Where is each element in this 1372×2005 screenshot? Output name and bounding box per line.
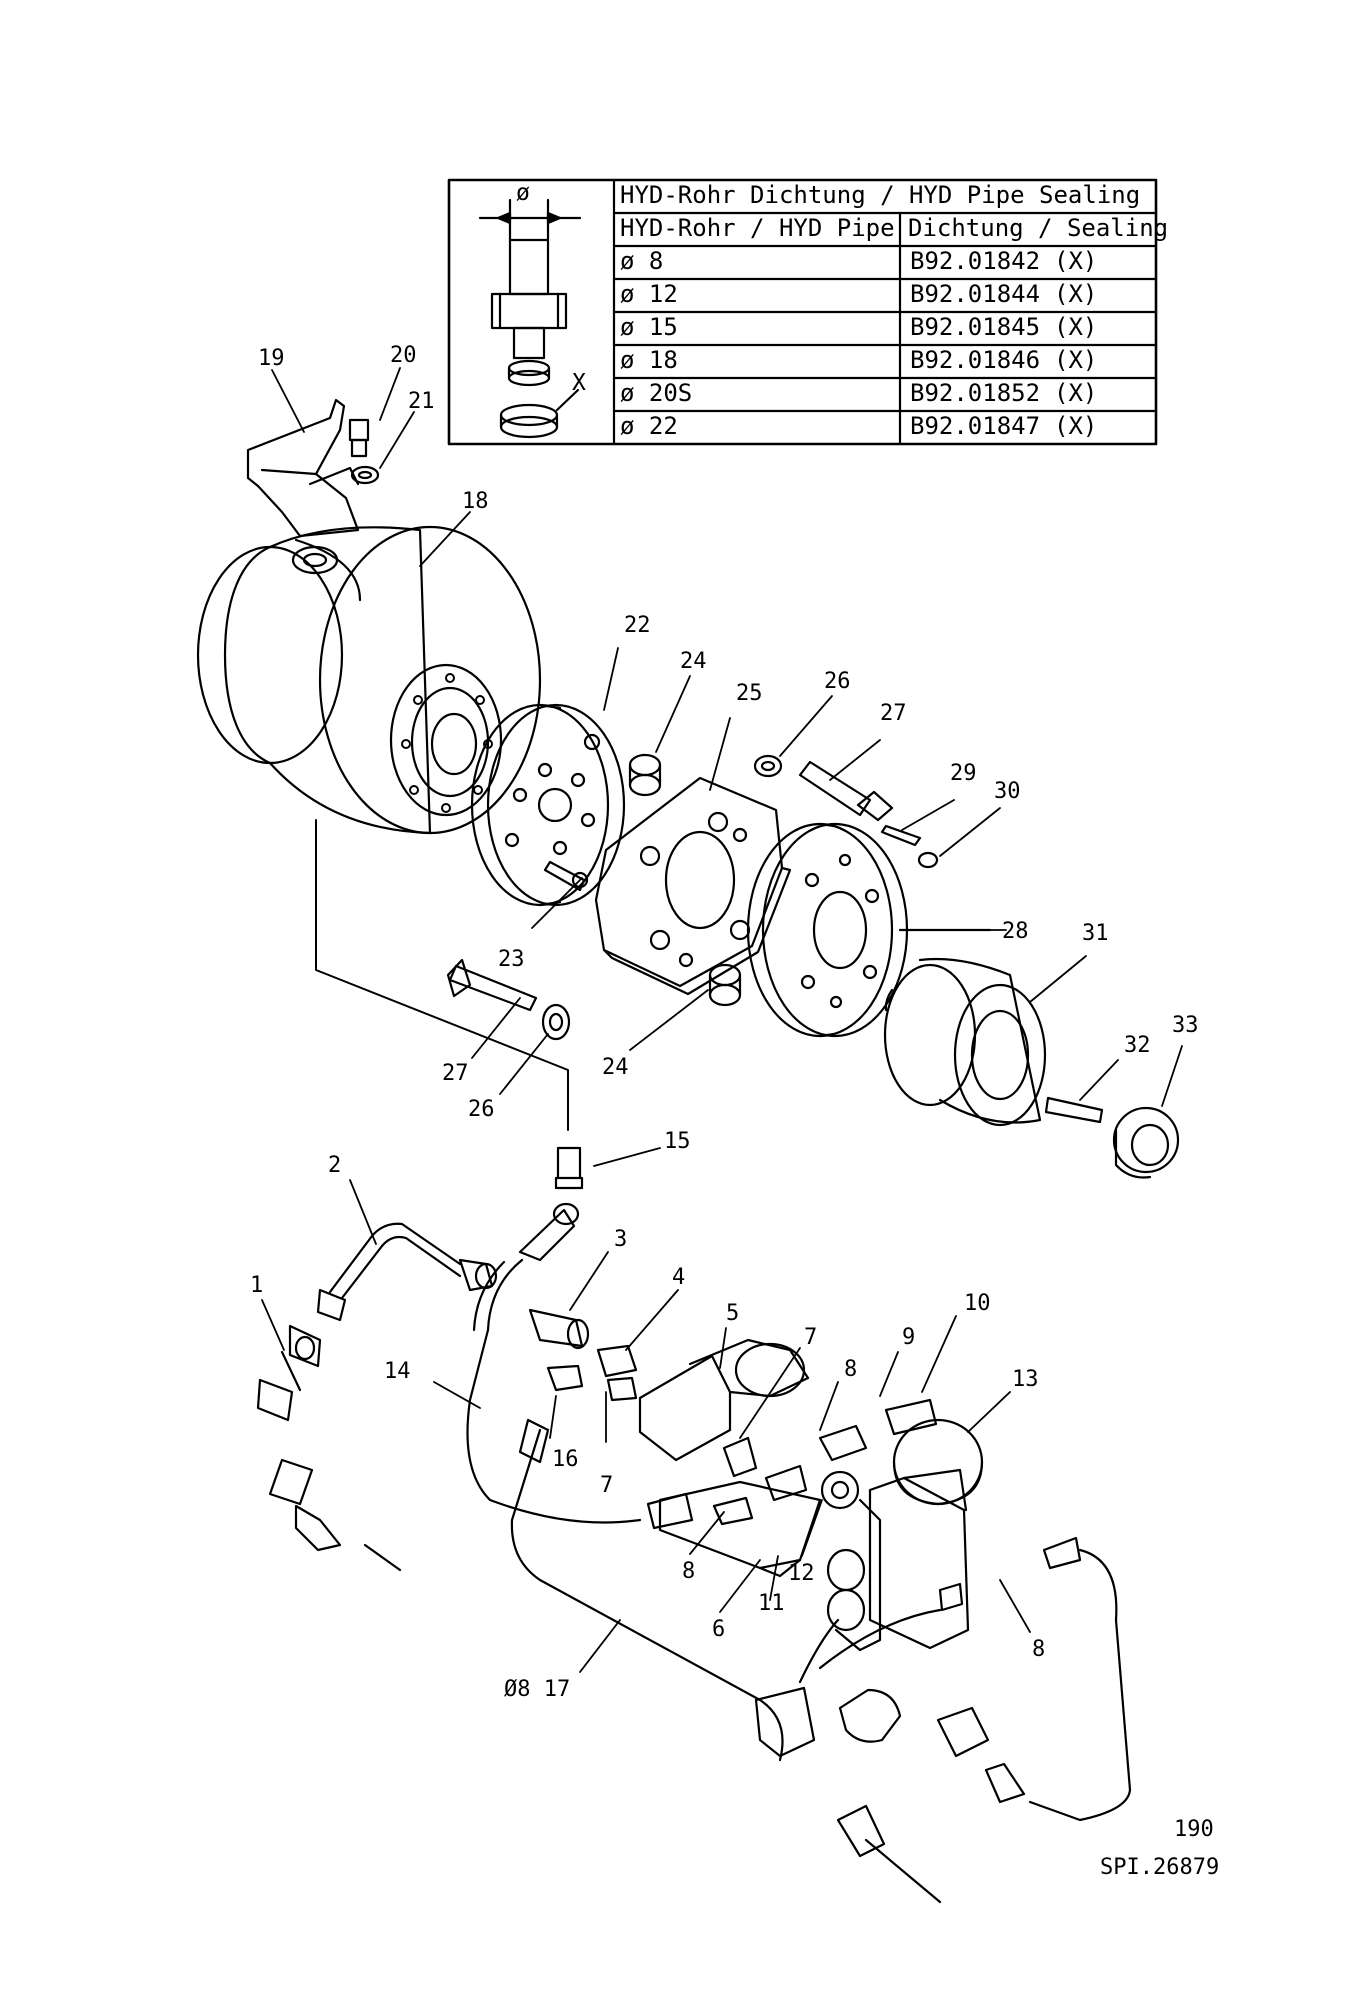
row-seal: B92.01844 [910, 280, 1040, 308]
callout-label: 13 [1012, 1367, 1039, 1392]
callout-label: 1 [250, 1273, 263, 1298]
callout-label: 7 [600, 1473, 613, 1498]
table-row: ø 18 B92.01846 (X) [620, 346, 1097, 374]
callout-label: 24 [680, 649, 707, 674]
sealing-table [447, 178, 1158, 446]
callout-label: 4 [672, 1265, 685, 1290]
table-row: ø 22 B92.01847 (X) [620, 412, 1097, 440]
row-pipe: ø 22 [620, 412, 678, 440]
callout-label: 26 [468, 1097, 495, 1122]
callout-label: 31 [1082, 921, 1109, 946]
row-mark: (X) [1054, 412, 1097, 440]
callout-label: 16 [552, 1447, 579, 1472]
row-pipe: ø 8 [620, 247, 663, 275]
callout-label: 15 [664, 1129, 691, 1154]
callout-label: 8 [682, 1559, 695, 1584]
fitting-sketch-icon [478, 198, 582, 439]
callout-label: 18 [462, 489, 489, 514]
callout-label: 6 [712, 1617, 725, 1642]
callout-label: 21 [408, 389, 435, 414]
callout-label: 14 [384, 1359, 411, 1384]
table-title: HYD-Rohr Dichtung / HYD Pipe Sealing [620, 181, 1140, 209]
callout-label: 28 [1002, 919, 1029, 944]
callout-label: 11 [758, 1591, 785, 1616]
column-header-seal: Dichtung / Sealing [908, 214, 1168, 242]
row-mark: (X) [1054, 346, 1097, 374]
callout-label: 10 [964, 1291, 991, 1316]
callout-label: 9 [902, 1325, 915, 1350]
callout-label: 33 [1172, 1013, 1199, 1038]
table-row: ø 8 B92.01842 (X) [620, 247, 1097, 275]
callout-label: 32 [1124, 1033, 1151, 1058]
row-pipe: ø 20S [620, 379, 692, 407]
callout-label: 20 [390, 343, 417, 368]
sealing-table-text: ø X HYD-Rohr Dichtung / HYD Pipe Sealing… [516, 180, 1168, 440]
callout-label: 8 [844, 1357, 857, 1382]
row-seal: B92.01852 [910, 379, 1040, 407]
coupling-parts [470, 703, 792, 1007]
callout-leaders [261, 367, 1183, 1673]
fasteners [446, 754, 939, 1041]
row-mark: (X) [1054, 379, 1097, 407]
table-row: ø 12 B92.01844 (X) [620, 280, 1097, 308]
callout-label: 24 [602, 1055, 629, 1080]
callout-label: 26 [824, 669, 851, 694]
x-mark-label: X [572, 370, 586, 396]
callout-labels: 19 20 21 18 22 24 25 26 27 29 30 28 31 3… [250, 343, 1199, 1702]
row-seal: B92.01847 [910, 412, 1040, 440]
callout-label: 27 [880, 701, 907, 726]
callout-label: Ø8 17 [504, 1677, 570, 1702]
bracket-assembly [246, 398, 380, 538]
callout-label: 8 [1032, 1637, 1045, 1662]
page-number: 190 [1174, 1817, 1214, 1842]
row-seal: B92.01845 [910, 313, 1040, 341]
callout-label: 27 [442, 1061, 469, 1086]
row-seal: B92.01846 [910, 346, 1040, 374]
row-seal: B92.01842 [910, 247, 1040, 275]
table-row: ø 20S B92.01852 (X) [620, 379, 1097, 407]
row-mark: (X) [1054, 280, 1097, 308]
row-pipe: ø 15 [620, 313, 678, 341]
callout-label: 12 [788, 1561, 815, 1586]
callout-label: 29 [950, 761, 977, 786]
filter-assembly [746, 822, 1180, 1179]
callout-label: 19 [258, 346, 285, 371]
hydraulic-lines [256, 1146, 1132, 1904]
row-pipe: ø 18 [620, 346, 678, 374]
callout-label: 30 [994, 779, 1021, 804]
drawing-id: SPI.26879 [1100, 1855, 1219, 1880]
column-header-pipe: HYD-Rohr / HYD Pipe [620, 214, 895, 242]
callout-label: 22 [624, 613, 651, 638]
callout-label: 2 [328, 1153, 341, 1178]
callout-label: 3 [614, 1227, 627, 1252]
diameter-symbol: ø [516, 180, 530, 206]
drawing-footer: 190 SPI.26879 [1100, 1817, 1219, 1880]
motor-housing [196, 525, 569, 1131]
row-mark: (X) [1054, 247, 1097, 275]
callout-label: 5 [726, 1301, 739, 1326]
row-pipe: ø 12 [620, 280, 678, 308]
callout-label: 23 [498, 947, 525, 972]
table-row: ø 15 B92.01845 (X) [620, 313, 1097, 341]
callout-label: 25 [736, 681, 763, 706]
row-mark: (X) [1054, 313, 1097, 341]
callout-label: 7 [804, 1325, 817, 1350]
